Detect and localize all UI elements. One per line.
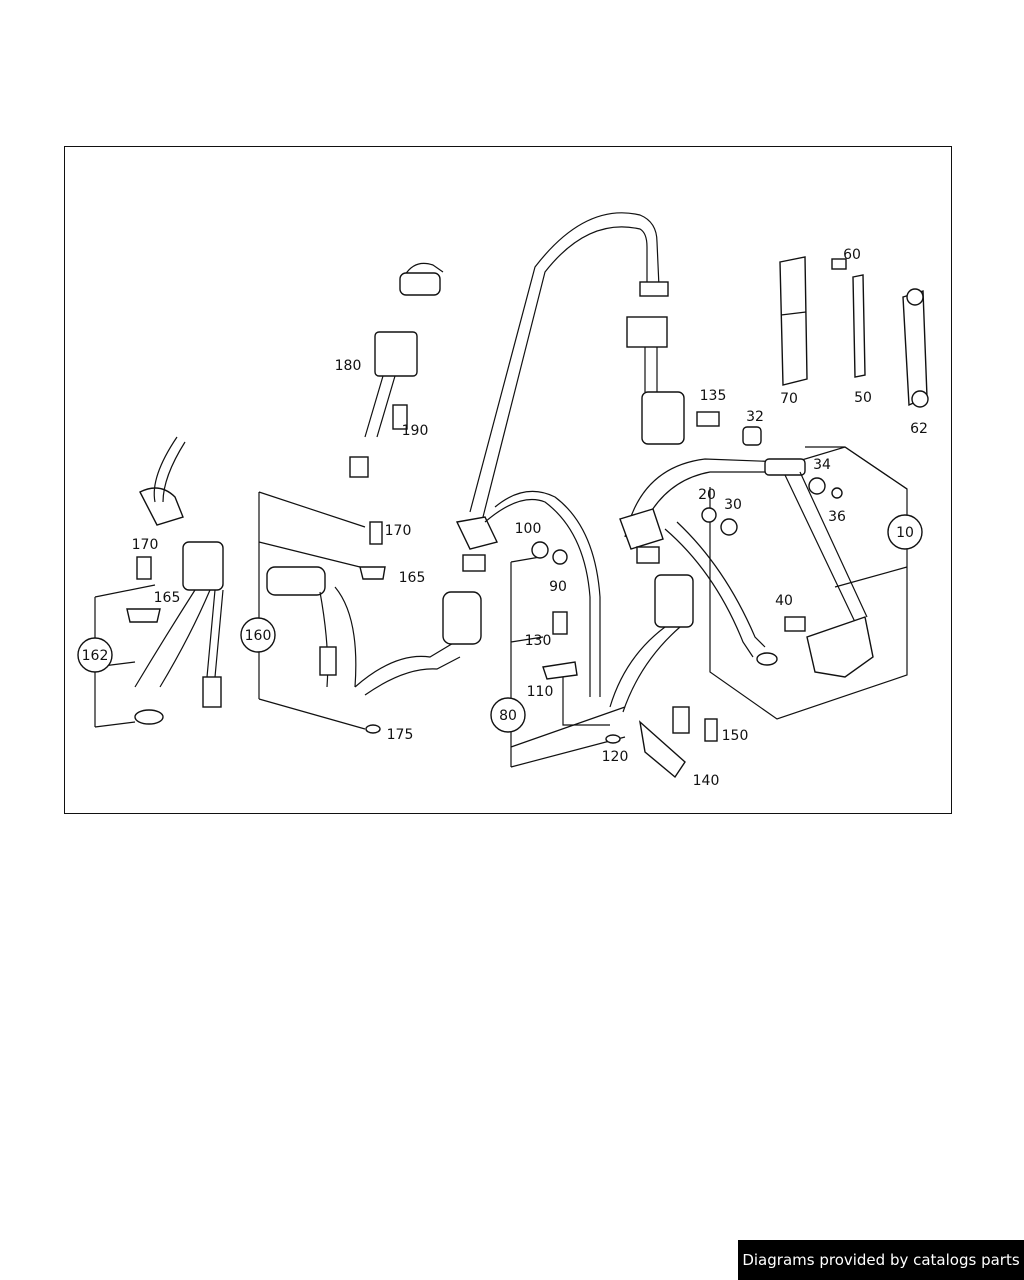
callout-40: 40 bbox=[775, 593, 793, 609]
callout-32: 32 bbox=[746, 409, 764, 425]
callout-110: 110 bbox=[527, 684, 554, 700]
callout-20: 20 bbox=[698, 487, 716, 503]
callout-10: 10 bbox=[896, 525, 914, 541]
callout-150: 150 bbox=[722, 728, 749, 744]
callout-140: 140 bbox=[693, 773, 720, 789]
callout-34: 34 bbox=[813, 457, 831, 473]
callout-165-left: 165 bbox=[154, 590, 181, 606]
callout-60: 60 bbox=[843, 247, 861, 263]
diagram-linework bbox=[94, 212, 929, 779]
callout-circle-160 bbox=[240, 617, 276, 653]
callout-165-middle: 165 bbox=[399, 570, 426, 586]
callout-30: 30 bbox=[724, 497, 742, 513]
callout-180: 180 bbox=[335, 358, 362, 374]
callout-90: 90 bbox=[549, 579, 567, 595]
callout-175: 175 bbox=[387, 727, 414, 743]
diagram-credit-banner: Diagrams provided by catalogs parts bbox=[738, 1240, 1024, 1280]
callout-36: 36 bbox=[828, 509, 846, 525]
seat-belt-exploded-diagram: 10 20 30 32 34 36 40 50 60 62 70 80 90 1… bbox=[77, 212, 929, 789]
callout-100: 100 bbox=[515, 521, 542, 537]
callout-190: 190 bbox=[402, 423, 429, 439]
callout-120: 120 bbox=[602, 749, 629, 765]
callout-170-left: 170 bbox=[132, 537, 159, 553]
parts-diagram-frame: 10 20 30 32 34 36 40 50 60 62 70 80 90 1… bbox=[64, 146, 952, 814]
callout-circle-80 bbox=[490, 697, 526, 733]
callout-labels: 10 20 30 32 34 36 40 50 60 62 70 80 90 1… bbox=[77, 247, 928, 789]
callout-80: 80 bbox=[499, 708, 517, 724]
callout-170-middle: 170 bbox=[385, 523, 412, 539]
callout-circle-162 bbox=[77, 637, 113, 673]
callout-70: 70 bbox=[780, 391, 798, 407]
callout-135: 135 bbox=[700, 388, 727, 404]
callout-130: 130 bbox=[525, 633, 552, 649]
callout-162: 162 bbox=[82, 648, 109, 664]
callout-62: 62 bbox=[910, 421, 928, 437]
callout-circle-10 bbox=[887, 514, 923, 550]
callout-160: 160 bbox=[245, 628, 272, 644]
callout-50: 50 bbox=[854, 390, 872, 406]
